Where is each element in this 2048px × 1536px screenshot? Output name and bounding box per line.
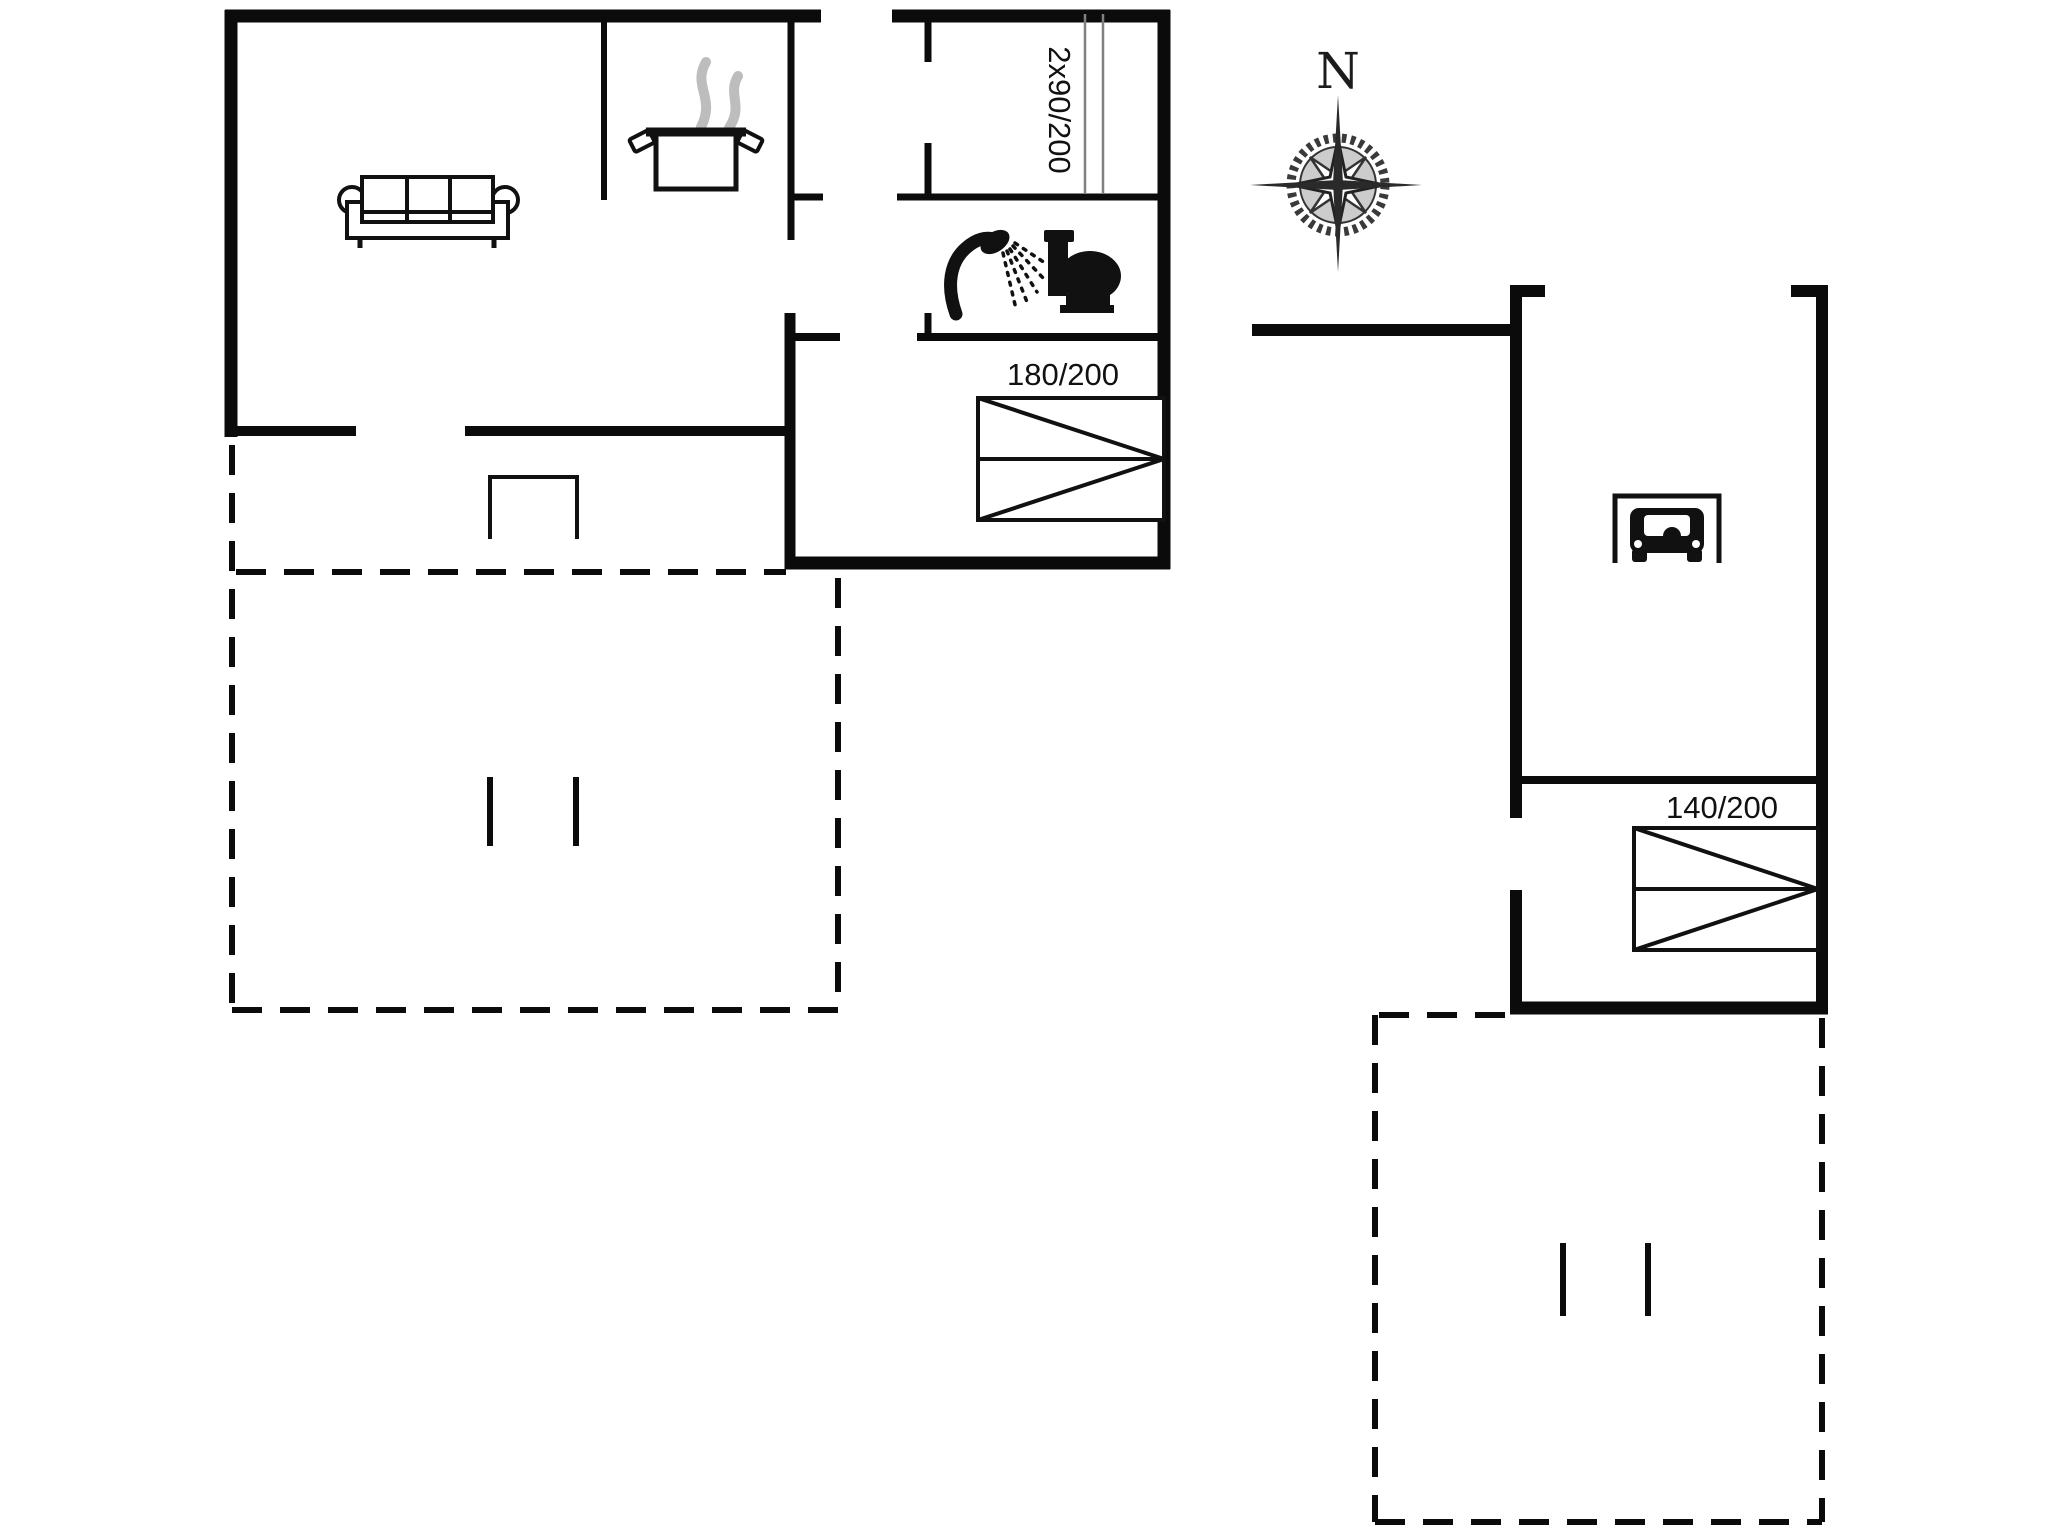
terrace-main-door-marks: [487, 777, 579, 846]
bed-diagonal: [977, 457, 1165, 522]
terrace-annex-door-marks: [1560, 1243, 1651, 1316]
steam-curl: [696, 57, 712, 132]
sofa-icon: [337, 175, 520, 248]
bed-diagonal: [1633, 826, 1819, 891]
bed-size-label-top: 2x90/200: [1042, 46, 1077, 174]
fireplace-niche-outline: [488, 475, 579, 539]
car-headlight: [1634, 540, 1642, 548]
bed-symbol-annex-bedroom: [1632, 826, 1820, 952]
terrace-annex-dashed-outline: [1372, 1012, 1825, 1525]
shower-head: [980, 229, 1010, 255]
bed-size-label-main: 180/200: [1007, 357, 1119, 392]
compass-needle-horizontal: [1250, 180, 1422, 190]
annex-walls: [1252, 285, 1828, 1015]
bed-diagonal: [977, 396, 1165, 461]
steam-icon: [696, 57, 743, 133]
shower-icon: [944, 229, 1050, 321]
car-headlight: [1692, 540, 1700, 548]
garage-marker-frame: [1612, 493, 1722, 563]
terrace-main-dashed-outline: [229, 445, 841, 1013]
steam-curl: [724, 71, 743, 133]
car-icon: [1630, 508, 1704, 562]
compass-rose: N: [1250, 42, 1422, 272]
toilet-icon: [1044, 230, 1121, 313]
car-steering-arc: [1663, 527, 1681, 536]
compass-north-label: N: [1316, 42, 1360, 100]
bed-diagonal: [1633, 887, 1819, 952]
shower-spray: [1001, 241, 1050, 311]
cooking-pot-icon: [627, 127, 765, 192]
pot-body: [653, 128, 739, 192]
toilet-bowl: [1059, 251, 1121, 301]
toilet-base: [1066, 294, 1110, 308]
main-house-walls: [224, 9, 1171, 570]
bed-size-label-annex: 140/200: [1666, 790, 1778, 825]
toilet-foot: [1060, 305, 1114, 313]
sofa-backrest: [360, 175, 495, 224]
bed-symbol-main-bedroom: [976, 396, 1166, 522]
bed-symbol-top-bedroom: [1083, 14, 1105, 194]
